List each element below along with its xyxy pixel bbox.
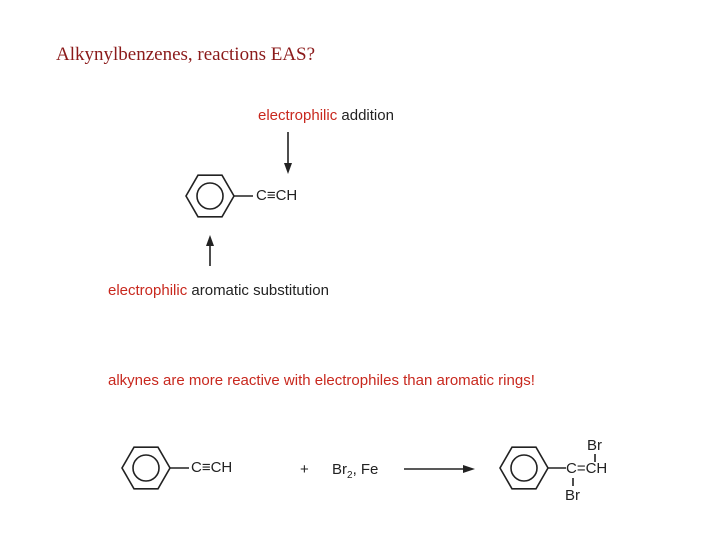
slide-title: Alkynylbenzenes, reactions EAS?: [56, 44, 316, 65]
plus-sign: +: [300, 461, 309, 478]
reactant-benzene-ring: [121, 446, 189, 490]
product-alkene-group: C=CH: [566, 460, 608, 477]
addition-arrow: [284, 132, 292, 174]
reagent-main: Br: [332, 461, 347, 478]
product-lower-bromine: Br: [565, 487, 580, 504]
top-alkyne-group: C≡CH: [256, 187, 298, 204]
reactant-alkyne-group: C≡CH: [191, 459, 233, 476]
addition-label-rest: addition: [337, 107, 394, 124]
substitution-label: electrophilic aromatic substitution: [108, 282, 329, 299]
reagent: Br2, Fe: [332, 461, 378, 481]
product-benzene-ring: [499, 446, 566, 490]
addition-label-highlight: electrophilic: [258, 107, 338, 124]
reagent-rest: , Fe: [352, 461, 379, 478]
substitution-arrow: [206, 235, 214, 266]
reaction-arrow: [404, 465, 475, 473]
substitution-label-highlight: electrophilic: [108, 282, 188, 299]
reagent-subscript: 2: [347, 470, 353, 481]
addition-label: electrophilic addition: [258, 107, 394, 124]
substitution-label-rest: aromatic substitution: [187, 282, 329, 299]
top-benzene-ring: [185, 174, 253, 218]
product-upper-bromine: Br: [587, 437, 602, 454]
reactivity-note: alkynes are more reactive with electroph…: [108, 372, 535, 389]
